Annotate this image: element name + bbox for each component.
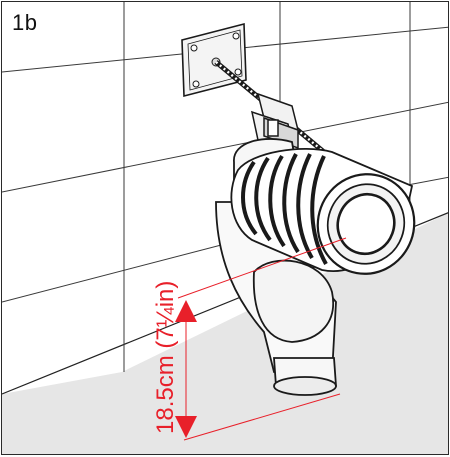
pan-connector-pipe-icon <box>215 138 416 396</box>
floor <box>2 212 448 454</box>
dimension-lines <box>177 237 347 441</box>
double-arrow-icon <box>175 300 197 438</box>
dimension-label: 18.5cm (7¼in) <box>152 281 179 434</box>
step-label: 1b <box>12 10 38 35</box>
wall-mounting-plate-icon <box>181 22 247 98</box>
